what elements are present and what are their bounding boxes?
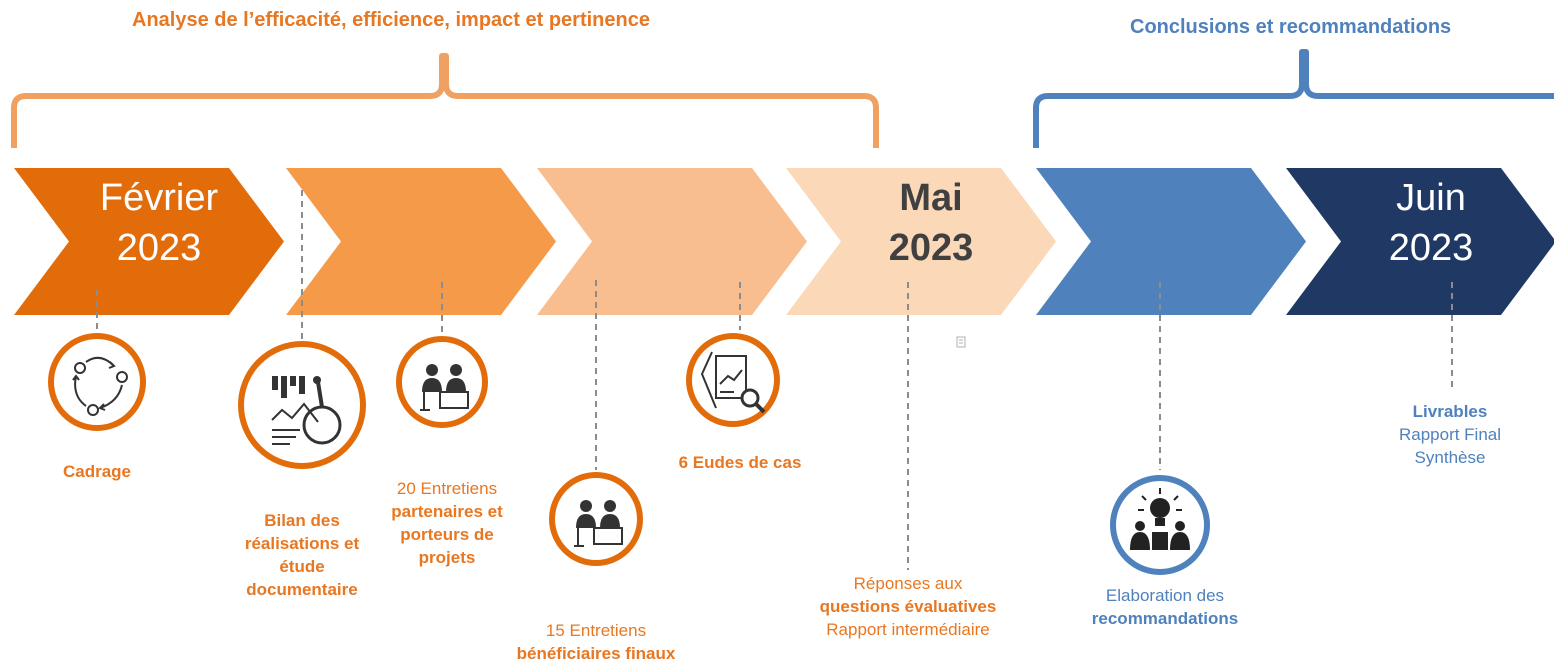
timeline-arrow-4-line2: 2023 — [889, 227, 974, 269]
entretiens-beneficiaires-label: 15 Entretiens bénéficiaires finaux — [486, 619, 706, 665]
timeline-arrow-6 — [1286, 168, 1554, 315]
bilan-title: Bilan des réalisations et étude document… — [244, 511, 360, 599]
meeting-icon — [549, 472, 643, 566]
analysis-brace — [11, 53, 879, 148]
timeline-arrow-3 — [537, 168, 807, 315]
timeline-arrow-6-line1: Juin — [1396, 177, 1466, 219]
entretiens-beneficiaires-count: 15 Entretiens — [545, 621, 647, 640]
livrables-line3: Synthèse — [1414, 448, 1486, 467]
reponses-line1: Réponses aux — [853, 574, 963, 593]
entretiens-beneficiaires-title: bénéficiaires finaux — [516, 644, 676, 663]
reponses-title: questions évaluatives — [819, 597, 997, 616]
timeline-arrow-1 — [14, 168, 284, 315]
bilan-label: Bilan des réalisations et étude document… — [222, 509, 382, 601]
meeting-icon — [396, 336, 488, 428]
reponses-line3: Rapport intermédiaire — [826, 620, 990, 639]
small-document-icon — [956, 336, 966, 348]
recommandations-line1: Elaboration des — [1105, 586, 1225, 605]
etudes-cas-title: 6 Eudes de cas — [678, 453, 802, 472]
timeline-arrow-6-line2: 2023 — [1389, 227, 1474, 269]
connectors — [96, 190, 1453, 570]
conclusions-phase-title: Conclusions et recommandations — [1130, 16, 1452, 38]
document-analysis-icon — [238, 341, 366, 469]
timeline-arrow-1-line1: Février — [100, 177, 219, 219]
analysis-phase-title: Analyse de l’efficacité, efficience, imp… — [132, 9, 650, 31]
timeline-arrow-4-line1: Mai — [899, 177, 962, 219]
timeline-arrow-5 — [1036, 168, 1306, 315]
team-idea-icon — [1110, 475, 1210, 575]
livrables-label: Livrables Rapport Final Synthèse — [1370, 400, 1530, 469]
timeline-arrow-2 — [286, 168, 556, 315]
recommandations-title: recommandations — [1091, 609, 1239, 628]
entretiens-partenaires-count: 20 Entretiens — [396, 479, 498, 498]
entretiens-partenaires-label: 20 Entretiens partenaires et porteurs de… — [372, 477, 522, 569]
livrables-title: Livrables — [1412, 402, 1488, 421]
cadrage-label: Cadrage — [37, 460, 157, 483]
timeline-arrow-1-line2: 2023 — [117, 227, 202, 269]
timeline-arrow-4 — [786, 168, 1056, 315]
reponses-label: Réponses aux questions évaluatives Rappo… — [788, 572, 1028, 641]
report-magnifier-icon — [686, 333, 780, 427]
etudes-cas-label: 6 Eudes de cas — [650, 451, 830, 474]
conclusions-brace — [1033, 49, 1554, 148]
entretiens-partenaires-title: partenaires et porteurs de projets — [391, 502, 503, 567]
cycle-icon — [48, 333, 146, 431]
cadrage-title: Cadrage — [62, 462, 132, 481]
recommandations-label: Elaboration des recommandations — [1070, 584, 1260, 630]
livrables-line2: Rapport Final — [1398, 425, 1502, 444]
